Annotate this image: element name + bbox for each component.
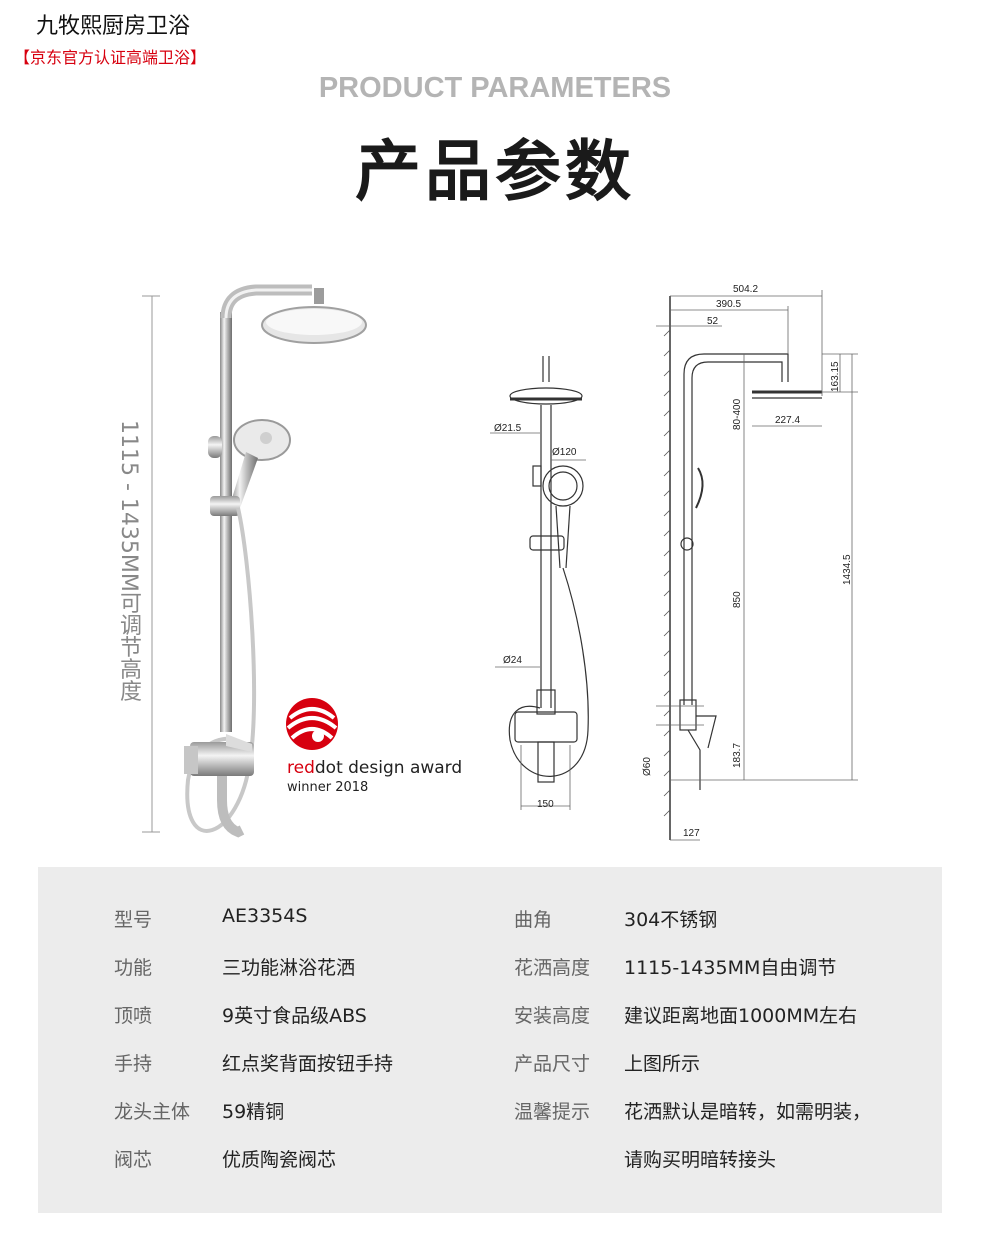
dim-side-163-15: 163.15 (830, 361, 841, 392)
dim-side-390-5: 390.5 (716, 299, 741, 310)
store-name: 九牧熙厨房卫浴 (36, 14, 191, 39)
award-name: reddot design award (287, 758, 463, 778)
param-label: 手持 (114, 1053, 153, 1075)
dim-front-150: 150 (537, 799, 554, 810)
mixer-valve (190, 742, 254, 776)
dim-front-21-5: Ø21.5 (494, 423, 522, 434)
param-value: 9英寸食品级ABS (222, 1005, 367, 1027)
param-label: 温馨提示 (514, 1101, 591, 1123)
store-tag: 【京东官方认证高端卫浴】 (14, 48, 207, 67)
param-value: 花洒默认是暗转，如需明装， (624, 1101, 872, 1123)
param-value: 三功能淋浴花洒 (222, 957, 356, 979)
param-label: 阀芯 (114, 1149, 153, 1171)
dim-side-127: 127 (683, 828, 700, 839)
param-label: 顶喷 (114, 1005, 153, 1027)
param-label: 花洒高度 (514, 957, 591, 979)
dim-side-227-4: 227.4 (775, 415, 800, 426)
param-value: 建议距离地面1000MM左右 (624, 1005, 858, 1027)
dim-side-52: 52 (707, 316, 719, 327)
param-label: 产品尺寸 (514, 1053, 591, 1075)
param-value: 59精铜 (222, 1101, 285, 1123)
height-scale (142, 295, 160, 833)
param-label: 安装高度 (514, 1005, 591, 1027)
param-label: 功能 (114, 957, 153, 979)
height-range-label: 1115 - 1435MM可调节高度 (116, 420, 141, 702)
dim-side-60: Ø60 (642, 757, 653, 776)
param-value-continued: 请购买明暗转接头 (624, 1149, 777, 1171)
param-value: 优质陶瓷阀芯 (222, 1149, 337, 1171)
dim-side-504-2: 504.2 (733, 284, 758, 295)
params-panel: 型号 AE3354S 功能 三功能淋浴花洒 顶喷 9英寸食品级ABS 手持 红点… (38, 867, 942, 1213)
dim-side-850: 850 (732, 591, 743, 608)
section-title-en: PRODUCT PARAMETERS (318, 72, 672, 104)
param-value: 1115-1435MM自由调节 (624, 957, 837, 979)
section-title-cn: 产品参数 (355, 133, 635, 210)
param-label: 型号 (114, 909, 153, 931)
reddot-logo-icon (286, 698, 338, 750)
side-view-drawing (663, 296, 822, 840)
param-value: 红点奖背面按钮手持 (222, 1053, 394, 1075)
spout (217, 776, 245, 838)
dim-front-120: Ø120 (552, 447, 577, 458)
dim-front-24: Ø24 (503, 655, 522, 666)
param-value: 上图所示 (624, 1053, 701, 1075)
technical-drawings: Ø21.5 Ø120 Ø24 150 504.2 390.5 5 (490, 284, 858, 841)
award-year: winner 2018 (287, 780, 369, 795)
dim-side-80-400: 80-400 (732, 398, 743, 430)
param-label: 曲角 (514, 909, 553, 931)
dim-side-1434-5: 1434.5 (842, 554, 853, 585)
riser-pipe (220, 312, 232, 732)
dim-side-183-7: 183.7 (732, 743, 743, 768)
param-value: AE3354S (222, 905, 308, 927)
param-label: 龙头主体 (114, 1101, 191, 1123)
hand-shower (230, 419, 291, 508)
front-view-drawing (508, 356, 589, 783)
product-photo (142, 284, 367, 838)
param-value: 304不锈钢 (624, 909, 718, 931)
